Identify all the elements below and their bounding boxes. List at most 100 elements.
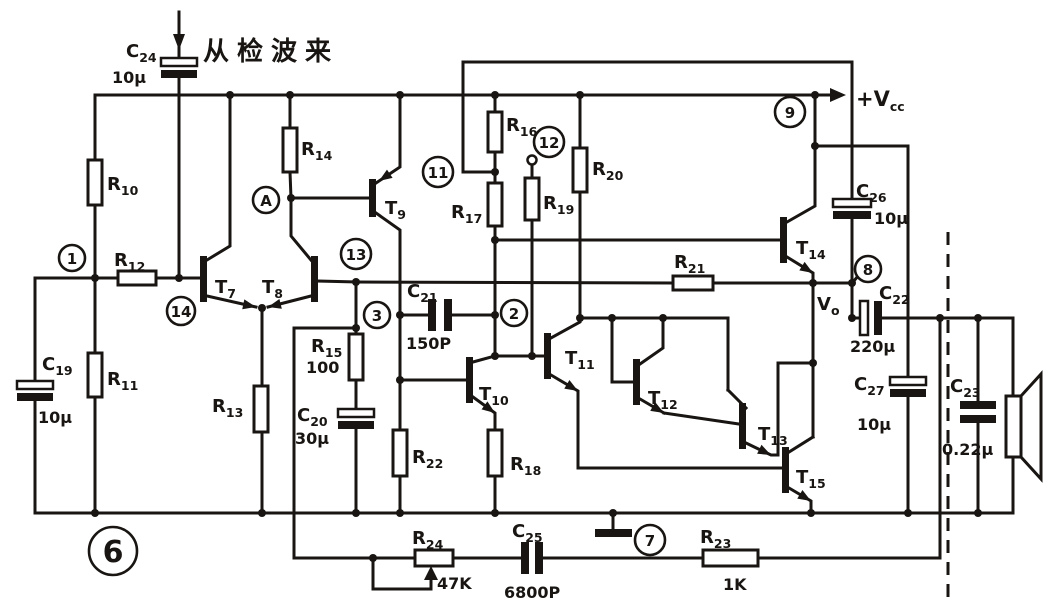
label-R16: R16	[506, 115, 538, 139]
wiring	[33, 10, 1015, 600]
label-C26: C26	[856, 181, 887, 205]
figure-number-badge: 6	[87, 525, 139, 577]
value-C19: 10μ	[38, 408, 72, 427]
node-marker-11: 11	[421, 155, 455, 189]
capacitors: C24 10μ C19 10μ C20 30μ C21 150P C25 680…	[15, 41, 996, 602]
input-source-label: 从检波来	[203, 36, 339, 67]
svg-text:6: 6	[103, 535, 124, 570]
resistor-R15: R15 100	[306, 332, 365, 382]
label-C19: C19	[42, 354, 73, 378]
node-marker-8: 8	[853, 254, 883, 284]
capacitor-C19: C19 10μ	[15, 354, 73, 427]
label-R12: R12	[114, 250, 145, 274]
label-T8: T8	[262, 277, 283, 301]
capacitor-C23: C23 0.22μ	[942, 376, 996, 459]
transistors: T7 T8 T9 T10 T11 T12 T13 T14	[200, 179, 826, 493]
transistor-T9: T9	[369, 179, 406, 222]
svg-text:A: A	[260, 192, 272, 210]
node-marker-7: 7	[633, 523, 667, 557]
label-T14: T14	[796, 238, 826, 262]
speaker-icon	[1004, 370, 1043, 483]
capacitor-C20: C20 30μ	[295, 405, 376, 448]
label-T12: T12	[648, 388, 678, 412]
resistor-R20: R20	[571, 146, 624, 194]
value-C26: 10μ	[874, 209, 908, 228]
label-R23: R23	[700, 527, 731, 551]
value-C20: 30μ	[295, 429, 329, 448]
vo-label: Vo	[817, 294, 840, 318]
vcc-label: +Vcc	[856, 87, 905, 114]
resistor-R14: R14	[281, 126, 333, 174]
ground-tab	[595, 529, 632, 537]
label-C21: C21	[407, 281, 438, 305]
vcc-arrow-icon	[830, 88, 846, 102]
transistor-T7: T7	[200, 256, 236, 302]
value-C24: 10μ	[112, 68, 146, 87]
node-marker-14: 14	[165, 295, 197, 327]
svg-text:12: 12	[539, 134, 560, 152]
node-marker-12: 12	[532, 125, 566, 159]
value-C21: 150P	[406, 334, 451, 353]
node-marker-13: 13	[339, 237, 373, 271]
resistor-R19: R19	[523, 154, 574, 222]
value-R24: 47K	[437, 574, 472, 593]
resistor-R22: R22	[391, 428, 443, 478]
value-R15: 100	[306, 358, 339, 377]
label-R20: R20	[592, 159, 624, 183]
label-R19: R19	[543, 193, 574, 217]
t13-emitter-arrow-icon	[757, 444, 771, 455]
label-T9: T9	[385, 198, 406, 222]
capacitor-C24: C24 10μ	[112, 41, 199, 87]
resistor-R21: R21	[671, 252, 715, 292]
label-R15: R15	[311, 336, 342, 360]
value-R23: 1K	[723, 575, 747, 594]
label-C20: C20	[297, 405, 328, 429]
capacitor-C21: C21 150P	[406, 281, 452, 353]
t15-emitter-arrow-icon	[797, 490, 811, 501]
label-R11: R11	[107, 369, 138, 393]
label-T11: T11	[565, 348, 595, 372]
t7-emitter-arrow-icon	[242, 299, 256, 310]
transistor-T11: T11	[544, 333, 595, 379]
resistor-R17: R17	[451, 181, 504, 228]
node-marker-1: 1	[57, 243, 87, 273]
label-T15: T15	[796, 467, 826, 491]
svg-text:1: 1	[67, 250, 77, 268]
transistor-T13: T13	[739, 403, 788, 449]
node-marker-3: 3	[362, 300, 392, 330]
node-marker-9: 9	[773, 95, 807, 129]
label-C25: C25	[512, 521, 543, 545]
svg-text:3: 3	[372, 307, 382, 325]
svg-text:14: 14	[171, 303, 192, 321]
transistor-T8: T8	[262, 256, 318, 302]
label-R18: R18	[510, 454, 541, 478]
value-C27: 10μ	[857, 415, 891, 434]
node-markers: 1 14 A 13 3 2 11 12 9 8 7 6	[57, 95, 883, 577]
value-C23: 0.22μ	[942, 440, 993, 459]
value-C22: 220μ	[850, 337, 895, 356]
t8-emitter-arrow-icon	[268, 299, 282, 309]
resistor-R13: R13	[212, 384, 270, 434]
svg-text:11: 11	[428, 164, 449, 182]
input-arrow-icon	[173, 34, 185, 50]
capacitor-C26: C26 10μ	[831, 181, 908, 228]
junction-dots	[91, 91, 982, 562]
t11-emitter-arrow-icon	[564, 380, 578, 391]
svg-text:8: 8	[863, 261, 873, 279]
value-C25: 6800P	[504, 583, 561, 602]
resistor-R23: R23 1K	[700, 527, 760, 594]
pot-wiper-arrow-icon	[424, 566, 438, 580]
svg-text:2: 2	[509, 305, 519, 323]
label-R24: R24	[412, 528, 444, 552]
test-point-terminal	[526, 154, 538, 166]
svg-text:13: 13	[346, 246, 367, 264]
label-R22: R22	[412, 447, 443, 471]
transistor-T12: T12	[633, 359, 678, 412]
t10-emitter-arrow-icon	[481, 401, 495, 413]
transistor-T10: T10	[466, 357, 509, 408]
t12-emitter-arrow-icon	[650, 402, 664, 413]
resistor-R16: R16	[486, 110, 538, 154]
capacitor-C25: C25 6800P	[504, 521, 561, 602]
